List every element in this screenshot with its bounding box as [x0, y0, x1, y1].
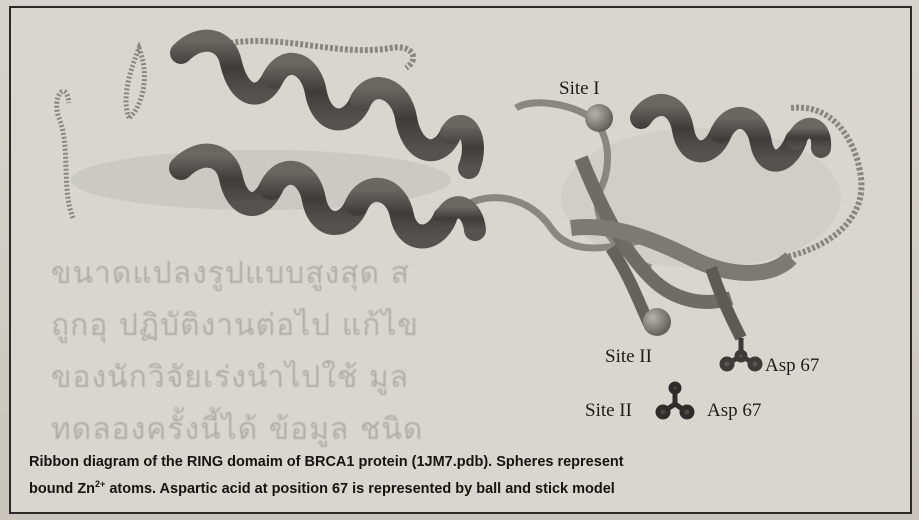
asp67-legend-symbol [658, 384, 692, 417]
label-asp67-figure: Asp 67 [765, 355, 819, 377]
label-asp67-legend: Asp 67 [707, 400, 761, 422]
coil-left-end [57, 91, 73, 218]
zinc-sphere-site2 [643, 308, 671, 336]
label-site1: Site I [559, 78, 600, 100]
caption-zinc-charge: 2+ [95, 479, 105, 489]
figure-caption: Ribbon diagram of the RING domaim of BRC… [29, 449, 909, 503]
label-site2-legend: Site II [585, 400, 632, 422]
caption-line-1: Ribbon diagram of the RING domaim of BRC… [29, 449, 909, 476]
asp67-ball-stick [722, 338, 760, 369]
caption-line-2-end: atoms. Aspartic acid at position 67 is r… [105, 481, 615, 497]
label-site2-figure: Site II [605, 346, 652, 368]
figure-frame: ขนาดแปลงรูปแบบสูงสุด ส ถูกอุ ปฏิบัติงานต… [9, 6, 912, 514]
caption-line-2: bound Zn2+ atoms. Aspartic acid at posit… [29, 476, 909, 503]
zinc-sphere-site1 [585, 104, 613, 132]
coil-upper-left [126, 48, 144, 118]
caption-line-2-start: bound Zn [29, 481, 95, 497]
